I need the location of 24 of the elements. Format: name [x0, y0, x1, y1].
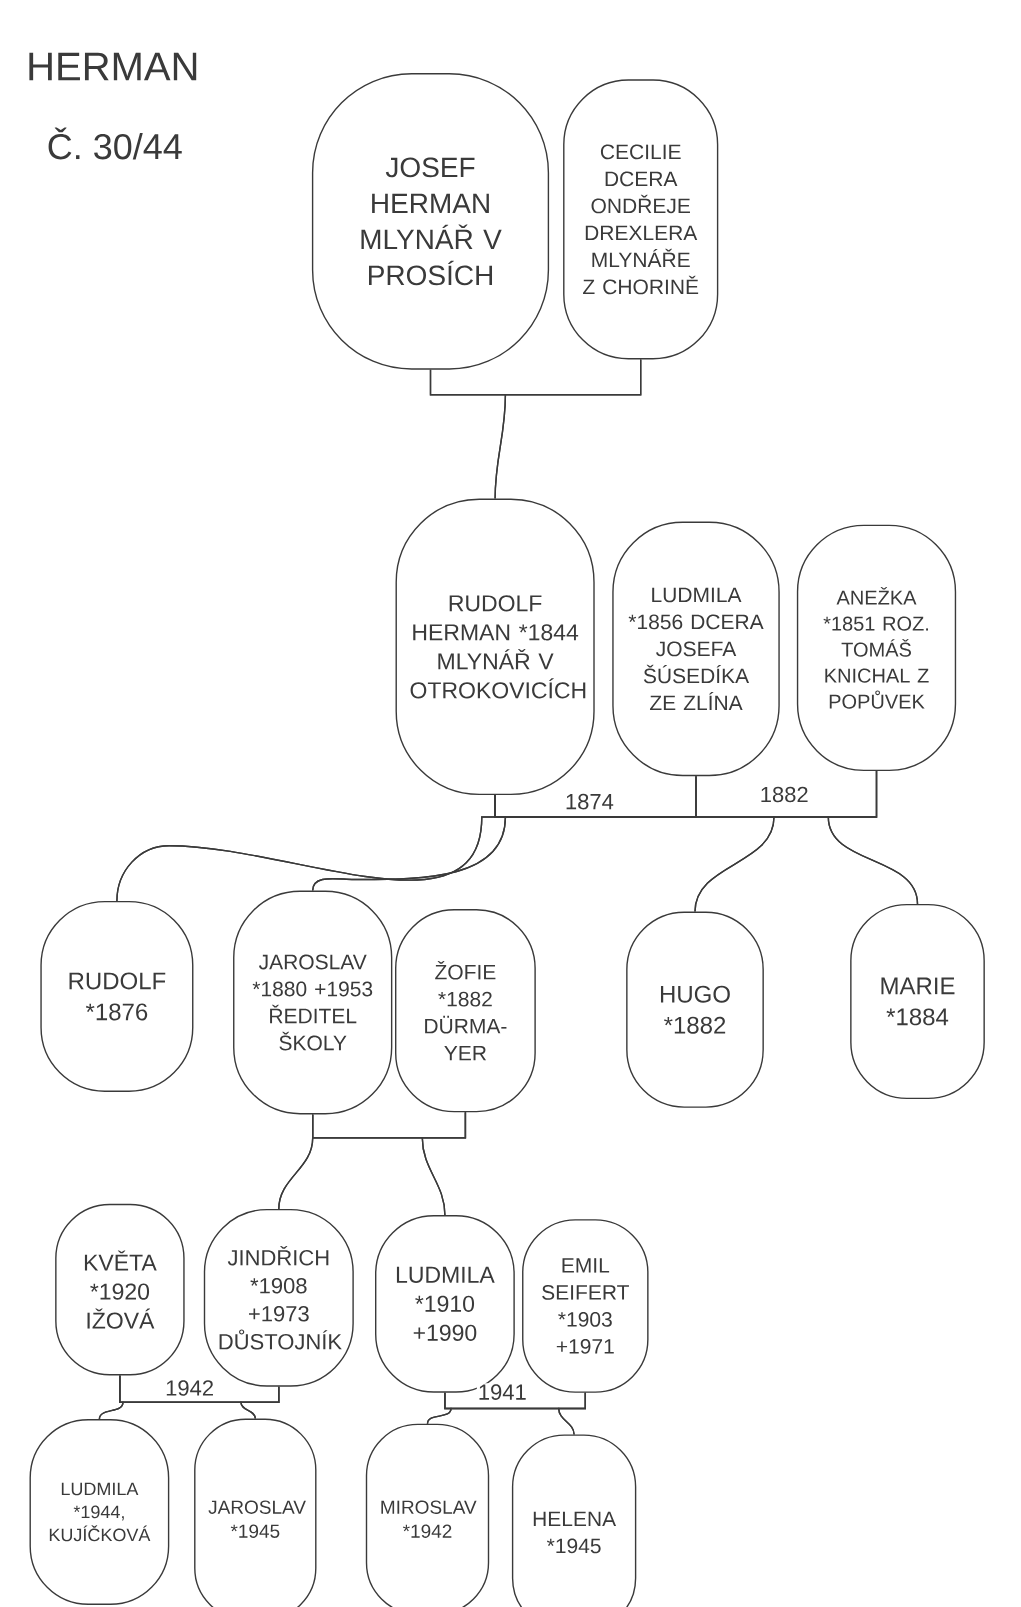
person-box: LUDMILA *1944, KUJÍČKOVÁ	[29, 1419, 170, 1605]
person-box: LUDMILA *1856 DCERA JOSEFA ŠÚSEDÍKA ZE ZLÍNA	[612, 521, 780, 777]
descent-line	[558, 1392, 586, 1436]
person-box: JAROSLAV *1945	[194, 1418, 317, 1607]
person-box: MIROSLAV *1942	[365, 1423, 490, 1607]
family-name: HERMAN	[29, 52, 197, 81]
descent-line	[240, 1385, 280, 1420]
person-box: JAROSLAV *1880 +1953 ŘEDITEL ŠKOLY	[233, 890, 393, 1115]
descent-line	[827, 770, 919, 905]
year-label: 1941	[476, 1383, 528, 1401]
descent-line	[494, 358, 642, 500]
descent-line	[421, 1111, 467, 1216]
person-box: HUGO *1882	[626, 911, 764, 1108]
person-box: RUDOLF *1876	[40, 900, 194, 1092]
record-number: Č. 30/44	[48, 127, 182, 160]
person-box: ŽOFIE *1882 DÜRMA-YER	[395, 909, 536, 1113]
person-box: MARIE *1884	[850, 903, 985, 1100]
descent-line	[312, 775, 697, 892]
person-box: ANEŽKA *1851 ROZ. TOMÁŠ KNICHAL Z POPŮVEK	[796, 524, 957, 772]
person-box: JOSEF HERMAN MLYNÁŘ V PROSÍCH	[311, 73, 550, 370]
person-box: KVĚTA *1920 IŽOVÁ	[55, 1203, 185, 1376]
person-box: CECILIE DCERA ONDŘEJE DREXLERA MLYNÁŘE Z CHORINĚ	[563, 79, 719, 360]
person-box: EMIL SEIFERT *1903 +1971	[522, 1219, 649, 1393]
person-box: HELENA *1945	[511, 1434, 637, 1607]
